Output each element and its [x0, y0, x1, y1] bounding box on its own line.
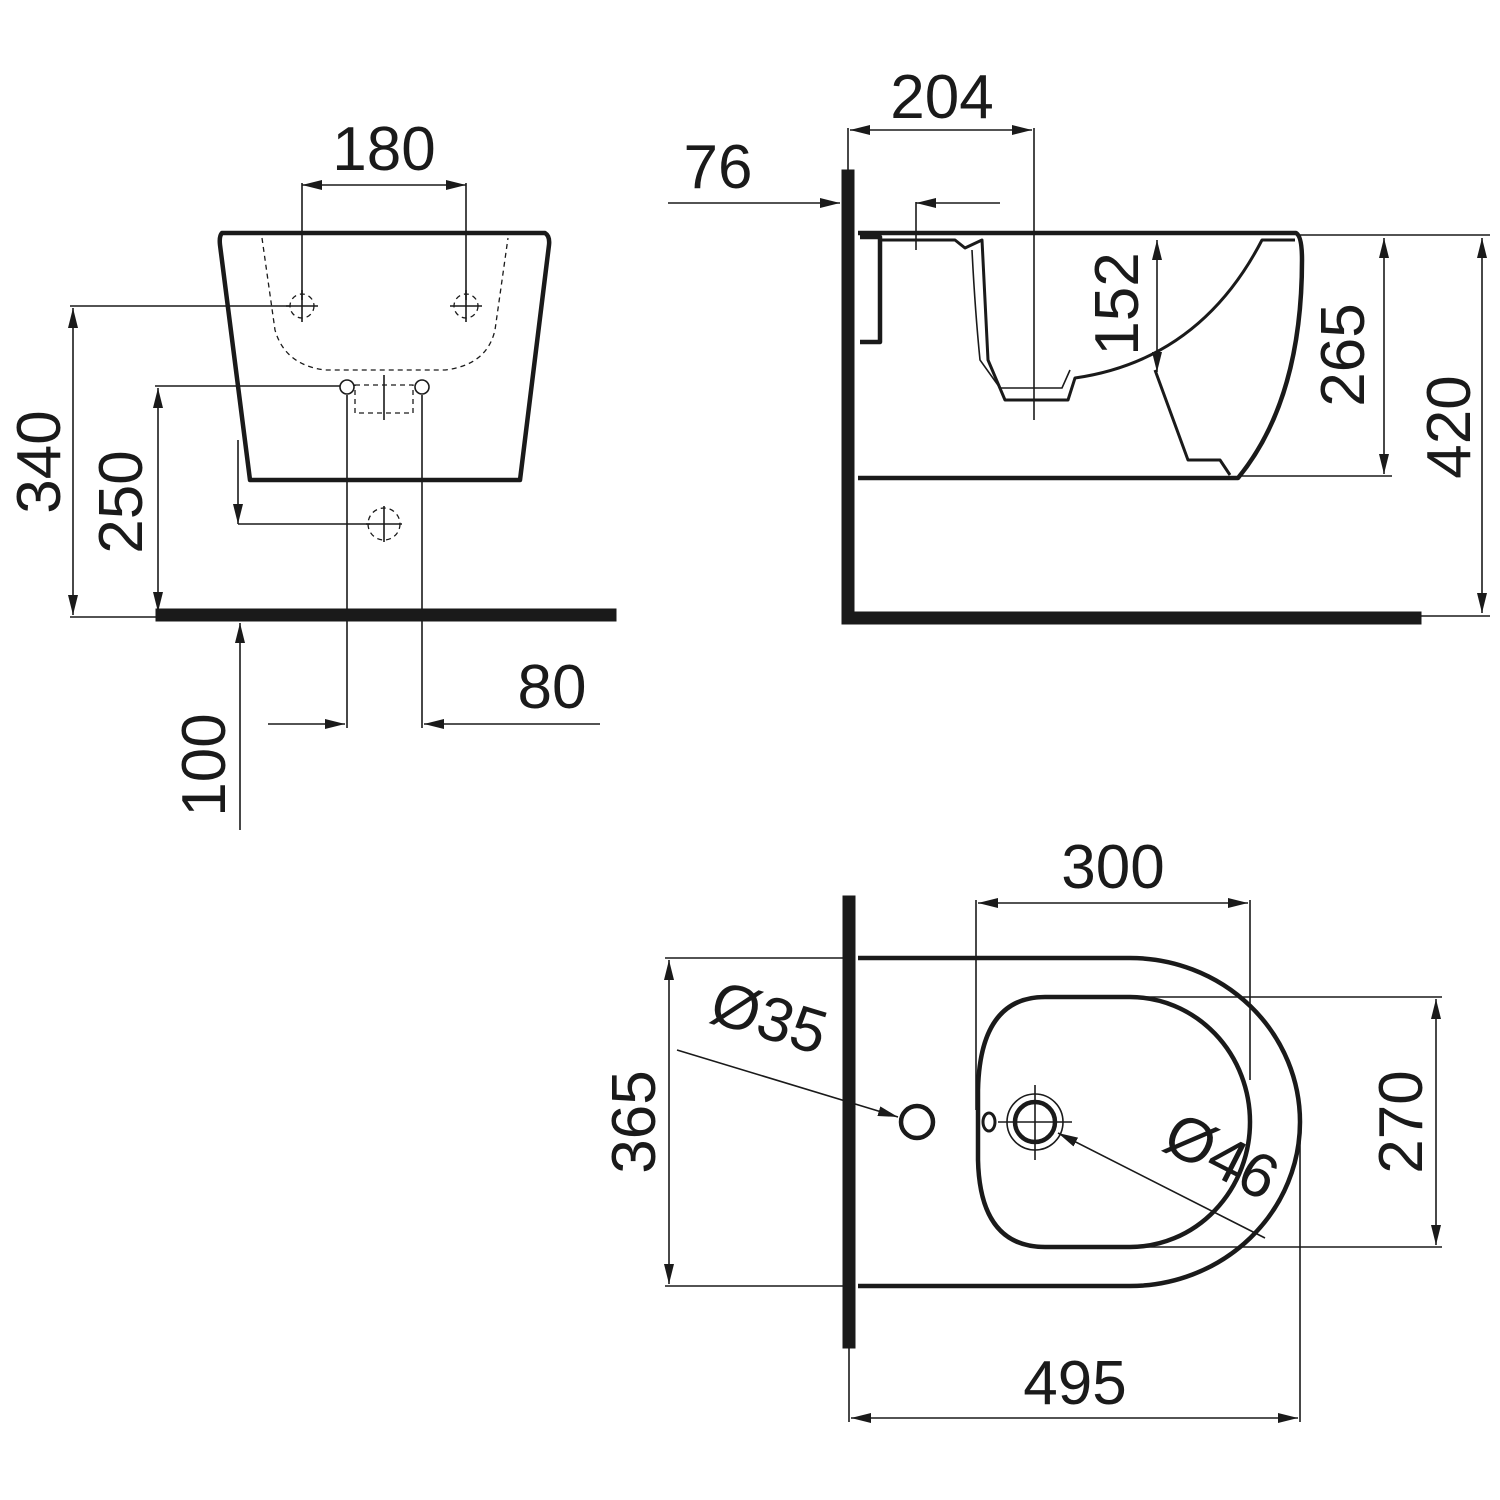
- dim-label-265: 265: [1309, 303, 1378, 406]
- front-view: 180 340 250 100 80: [5, 115, 617, 830]
- side-bowl-profile: [880, 238, 1295, 402]
- dim-label-80: 80: [518, 653, 587, 722]
- dim-label-340: 340: [5, 410, 74, 513]
- drain-hole: [998, 1085, 1072, 1160]
- side-view: 204 76 152 265 420: [668, 63, 1490, 625]
- front-body-outline: [217, 230, 552, 483]
- overflow-hole: [981, 1111, 997, 1133]
- dim-label-35-diameter: Ø35: [703, 968, 835, 1068]
- outlet-detail: [339, 375, 430, 420]
- dim-label-420: 420: [1415, 375, 1484, 478]
- dim-label-365: 365: [600, 1070, 669, 1173]
- dim-label-76: 76: [684, 133, 753, 202]
- top-body-outline: [858, 955, 1303, 1289]
- wall-and-floor: [841, 169, 1422, 625]
- dim-label-495: 495: [1023, 1349, 1126, 1418]
- top-view: 300 365 Ø35 Ø46 270 495: [600, 833, 1442, 1423]
- front-inner-bowl: [261, 237, 509, 371]
- top-inner-bowl: [975, 994, 1253, 1250]
- dim-label-46-diameter: Ø46: [1153, 1099, 1289, 1214]
- side-trap-profile: [1153, 369, 1232, 476]
- dim-label-100: 100: [170, 713, 239, 816]
- tap-hole: [898, 1103, 936, 1141]
- dim-label-270: 270: [1367, 1070, 1436, 1173]
- dim-label-204: 204: [890, 63, 993, 132]
- dim-label-152: 152: [1083, 252, 1152, 355]
- side-body-outline: [858, 230, 1305, 481]
- supply-hole: [366, 506, 402, 542]
- dim-label-300: 300: [1061, 833, 1164, 902]
- side-bracket: [860, 234, 883, 345]
- dim-label-180: 180: [332, 115, 435, 184]
- dim-label-250: 250: [87, 450, 156, 553]
